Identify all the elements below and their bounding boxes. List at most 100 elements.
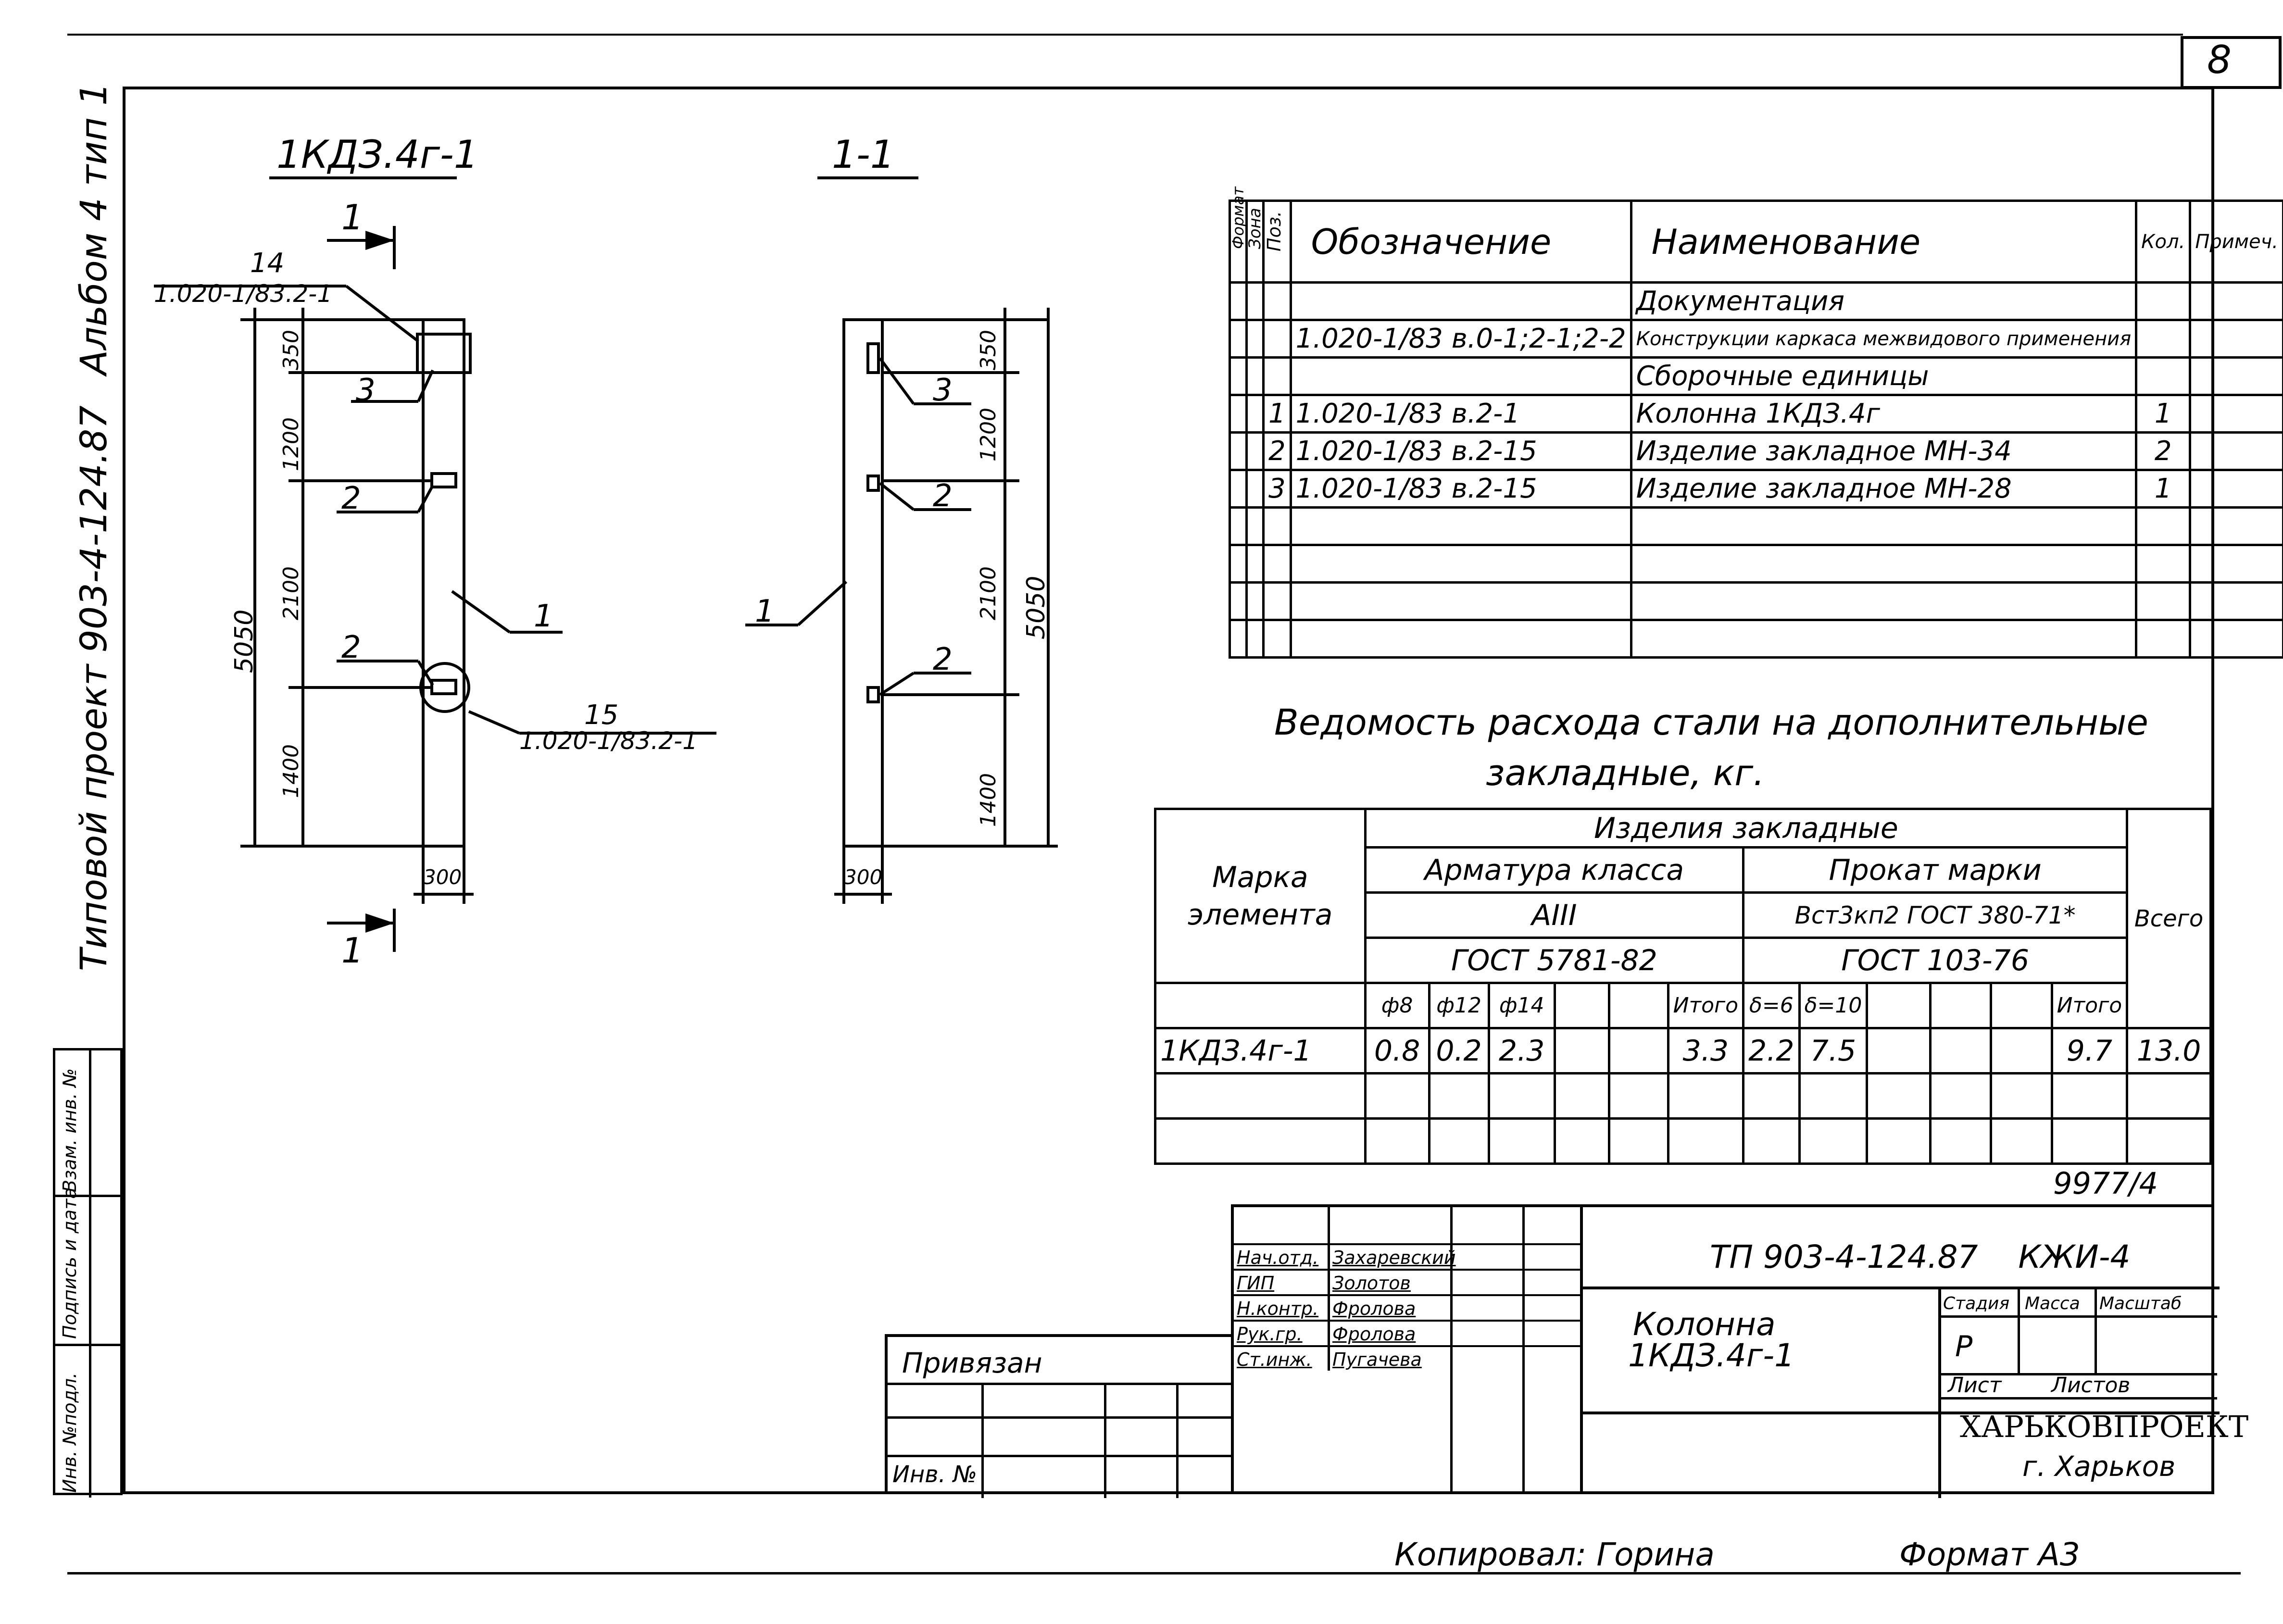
- steel-value-cell: [1929, 1117, 1993, 1165]
- spec-designation: 1.020-1/83 в.0-1;2-1;2-2: [1289, 319, 1632, 359]
- spec-format: [1229, 319, 1248, 359]
- spec-header-zone: Зона: [1245, 200, 1265, 284]
- steel-subheader: [1929, 982, 1993, 1029]
- spec-pos: 2: [1262, 431, 1292, 471]
- spec-qty: 1: [2135, 394, 2192, 434]
- dim-1400: 1400: [279, 744, 303, 798]
- spec-name: Конструкции каркаса межвидового применен…: [1630, 319, 2138, 359]
- spec-name: [1630, 544, 2138, 584]
- spec-format: [1229, 544, 1248, 584]
- spec-name: [1630, 619, 2138, 659]
- steel-value-cell: [1364, 1072, 1430, 1120]
- spec-format: [1229, 356, 1248, 396]
- spec-header-name: Наименование: [1630, 200, 2138, 284]
- spec-pos: [1262, 506, 1292, 546]
- dim-1200: 1200: [279, 417, 303, 471]
- top-rule: [67, 34, 2183, 36]
- sect-pos-1: 1: [755, 594, 775, 629]
- spec-header-format: Формат: [1229, 187, 1248, 284]
- steel-value-cell: [1608, 1117, 1669, 1165]
- steel-subheader: δ=6: [1742, 982, 1801, 1029]
- spec-format: [1229, 281, 1248, 321]
- spec-qty: [2135, 356, 2192, 396]
- section-mark-top: 1: [341, 197, 364, 237]
- sect-pos-2b: 2: [933, 642, 953, 677]
- steel-mark-cell: [1154, 1117, 1367, 1165]
- sect-dim-350: 350: [976, 330, 1001, 370]
- steel-subheader: [1608, 982, 1669, 1029]
- spec-qty: 1: [2135, 469, 2192, 509]
- spec-row: Сборочные единицы: [1229, 356, 2283, 396]
- steel-value-cell: [1667, 1072, 1745, 1120]
- steel-value-cell: 2.3: [1487, 1027, 1556, 1074]
- spec-zone: [1245, 506, 1265, 546]
- signature-role: Рук.гр.: [1237, 1324, 1303, 1345]
- spec-format: [1229, 394, 1248, 434]
- spec-zone: [1245, 356, 1265, 396]
- spec-qty: [2135, 319, 2192, 359]
- spec-format: [1229, 469, 1248, 509]
- signature-name: Пугачева: [1332, 1349, 1422, 1370]
- spec-pos: [1262, 356, 1292, 396]
- steel-value-cell: [1487, 1117, 1556, 1165]
- signature-row: Нач.отд. Захаревский: [1234, 1243, 1580, 1270]
- steel-header-group: Изделия закладные: [1364, 808, 2129, 849]
- stamp-podpis: Подпись и дата: [59, 1187, 80, 1339]
- steel-subheader: δ=10: [1798, 982, 1869, 1029]
- spec-row: [1229, 581, 2283, 621]
- spec-format: [1229, 581, 1248, 621]
- spec-qty: [2135, 544, 2192, 584]
- steel-value-cell: [1608, 1027, 1669, 1074]
- sheets-label: Листов: [2051, 1373, 2131, 1398]
- spec-note: [2189, 356, 2283, 396]
- spec-designation: 1.020-1/83 в.2-1: [1289, 394, 1632, 434]
- spec-qty: [2135, 281, 2192, 321]
- steel-header-mark-1: Марка: [1212, 860, 1308, 894]
- callout-14-number: 14: [250, 248, 285, 279]
- org-name: ХАРЬКОВПРОЕКТ: [1960, 1409, 2249, 1444]
- signature-row: Рук.гр.Фролова: [1234, 1320, 1580, 1347]
- spec-header-pos: Поз.: [1262, 200, 1292, 284]
- item-name-1: Колонна: [1633, 1306, 1776, 1343]
- steel-value-cell: [1929, 1072, 1993, 1120]
- stamp-vzam: Взам. инв. №: [59, 1068, 80, 1192]
- sect-dim-1200: 1200: [976, 408, 1001, 462]
- signature-role: Нач.отд.: [1237, 1247, 1319, 1268]
- elev-pos-1: 1: [534, 599, 553, 634]
- spec-name: Сборочные единицы: [1630, 356, 2138, 396]
- steel-header-mark-2: элемента: [1188, 898, 1333, 932]
- spec-row: [1229, 544, 2283, 584]
- sheet-number: 8: [2207, 37, 2232, 82]
- footer-format: Формат А3: [1899, 1536, 2080, 1573]
- privyazan-label: Привязан: [902, 1347, 1042, 1379]
- dim-350: 350: [279, 330, 303, 370]
- spec-designation: [1289, 281, 1632, 321]
- steel-value-cell: [1866, 1027, 1932, 1074]
- mass-label: Масса: [2025, 1294, 2080, 1313]
- left-stamp: Инв. №подл. Подпись и дата Взам. инв. №: [53, 1048, 125, 1498]
- steel-caption-1: Ведомость расхода стали на дополнительны…: [1274, 702, 2148, 743]
- spec-row: [1229, 619, 2283, 659]
- spec-designation: 1.020-1/83 в.2-15: [1289, 431, 1632, 471]
- doc-code: ТП 903-4-124.87 КЖИ-4: [1710, 1238, 2131, 1275]
- steel-value-cell: [1990, 1072, 2053, 1120]
- spec-note: [2189, 431, 2283, 471]
- sect-pos-2a: 2: [933, 478, 953, 514]
- dim-2100: 2100: [279, 566, 303, 620]
- steel-value-cell: 7.5: [1798, 1027, 1869, 1074]
- spec-qty: [2135, 506, 2192, 546]
- spec-note: [2189, 619, 2283, 659]
- signature-row: Ст.инж.Пугачева: [1234, 1345, 1580, 1372]
- sect-dim-1400: 1400: [976, 773, 1001, 827]
- steel-header-rolled-gost: ГОСТ 103-76: [1742, 937, 2129, 984]
- spec-note: [2189, 581, 2283, 621]
- steel-value-cell: [1487, 1072, 1556, 1120]
- spec-zone: [1245, 394, 1265, 434]
- signature-name: Захаревский: [1332, 1247, 1456, 1268]
- steel-table: Марка элемента Изделия закладные Всего А…: [1154, 808, 2212, 1165]
- steel-value-cell: [1742, 1117, 1801, 1165]
- privyazan-block: Привязан Инв. №: [885, 1334, 1234, 1498]
- steel-subheader: ф8: [1364, 982, 1430, 1029]
